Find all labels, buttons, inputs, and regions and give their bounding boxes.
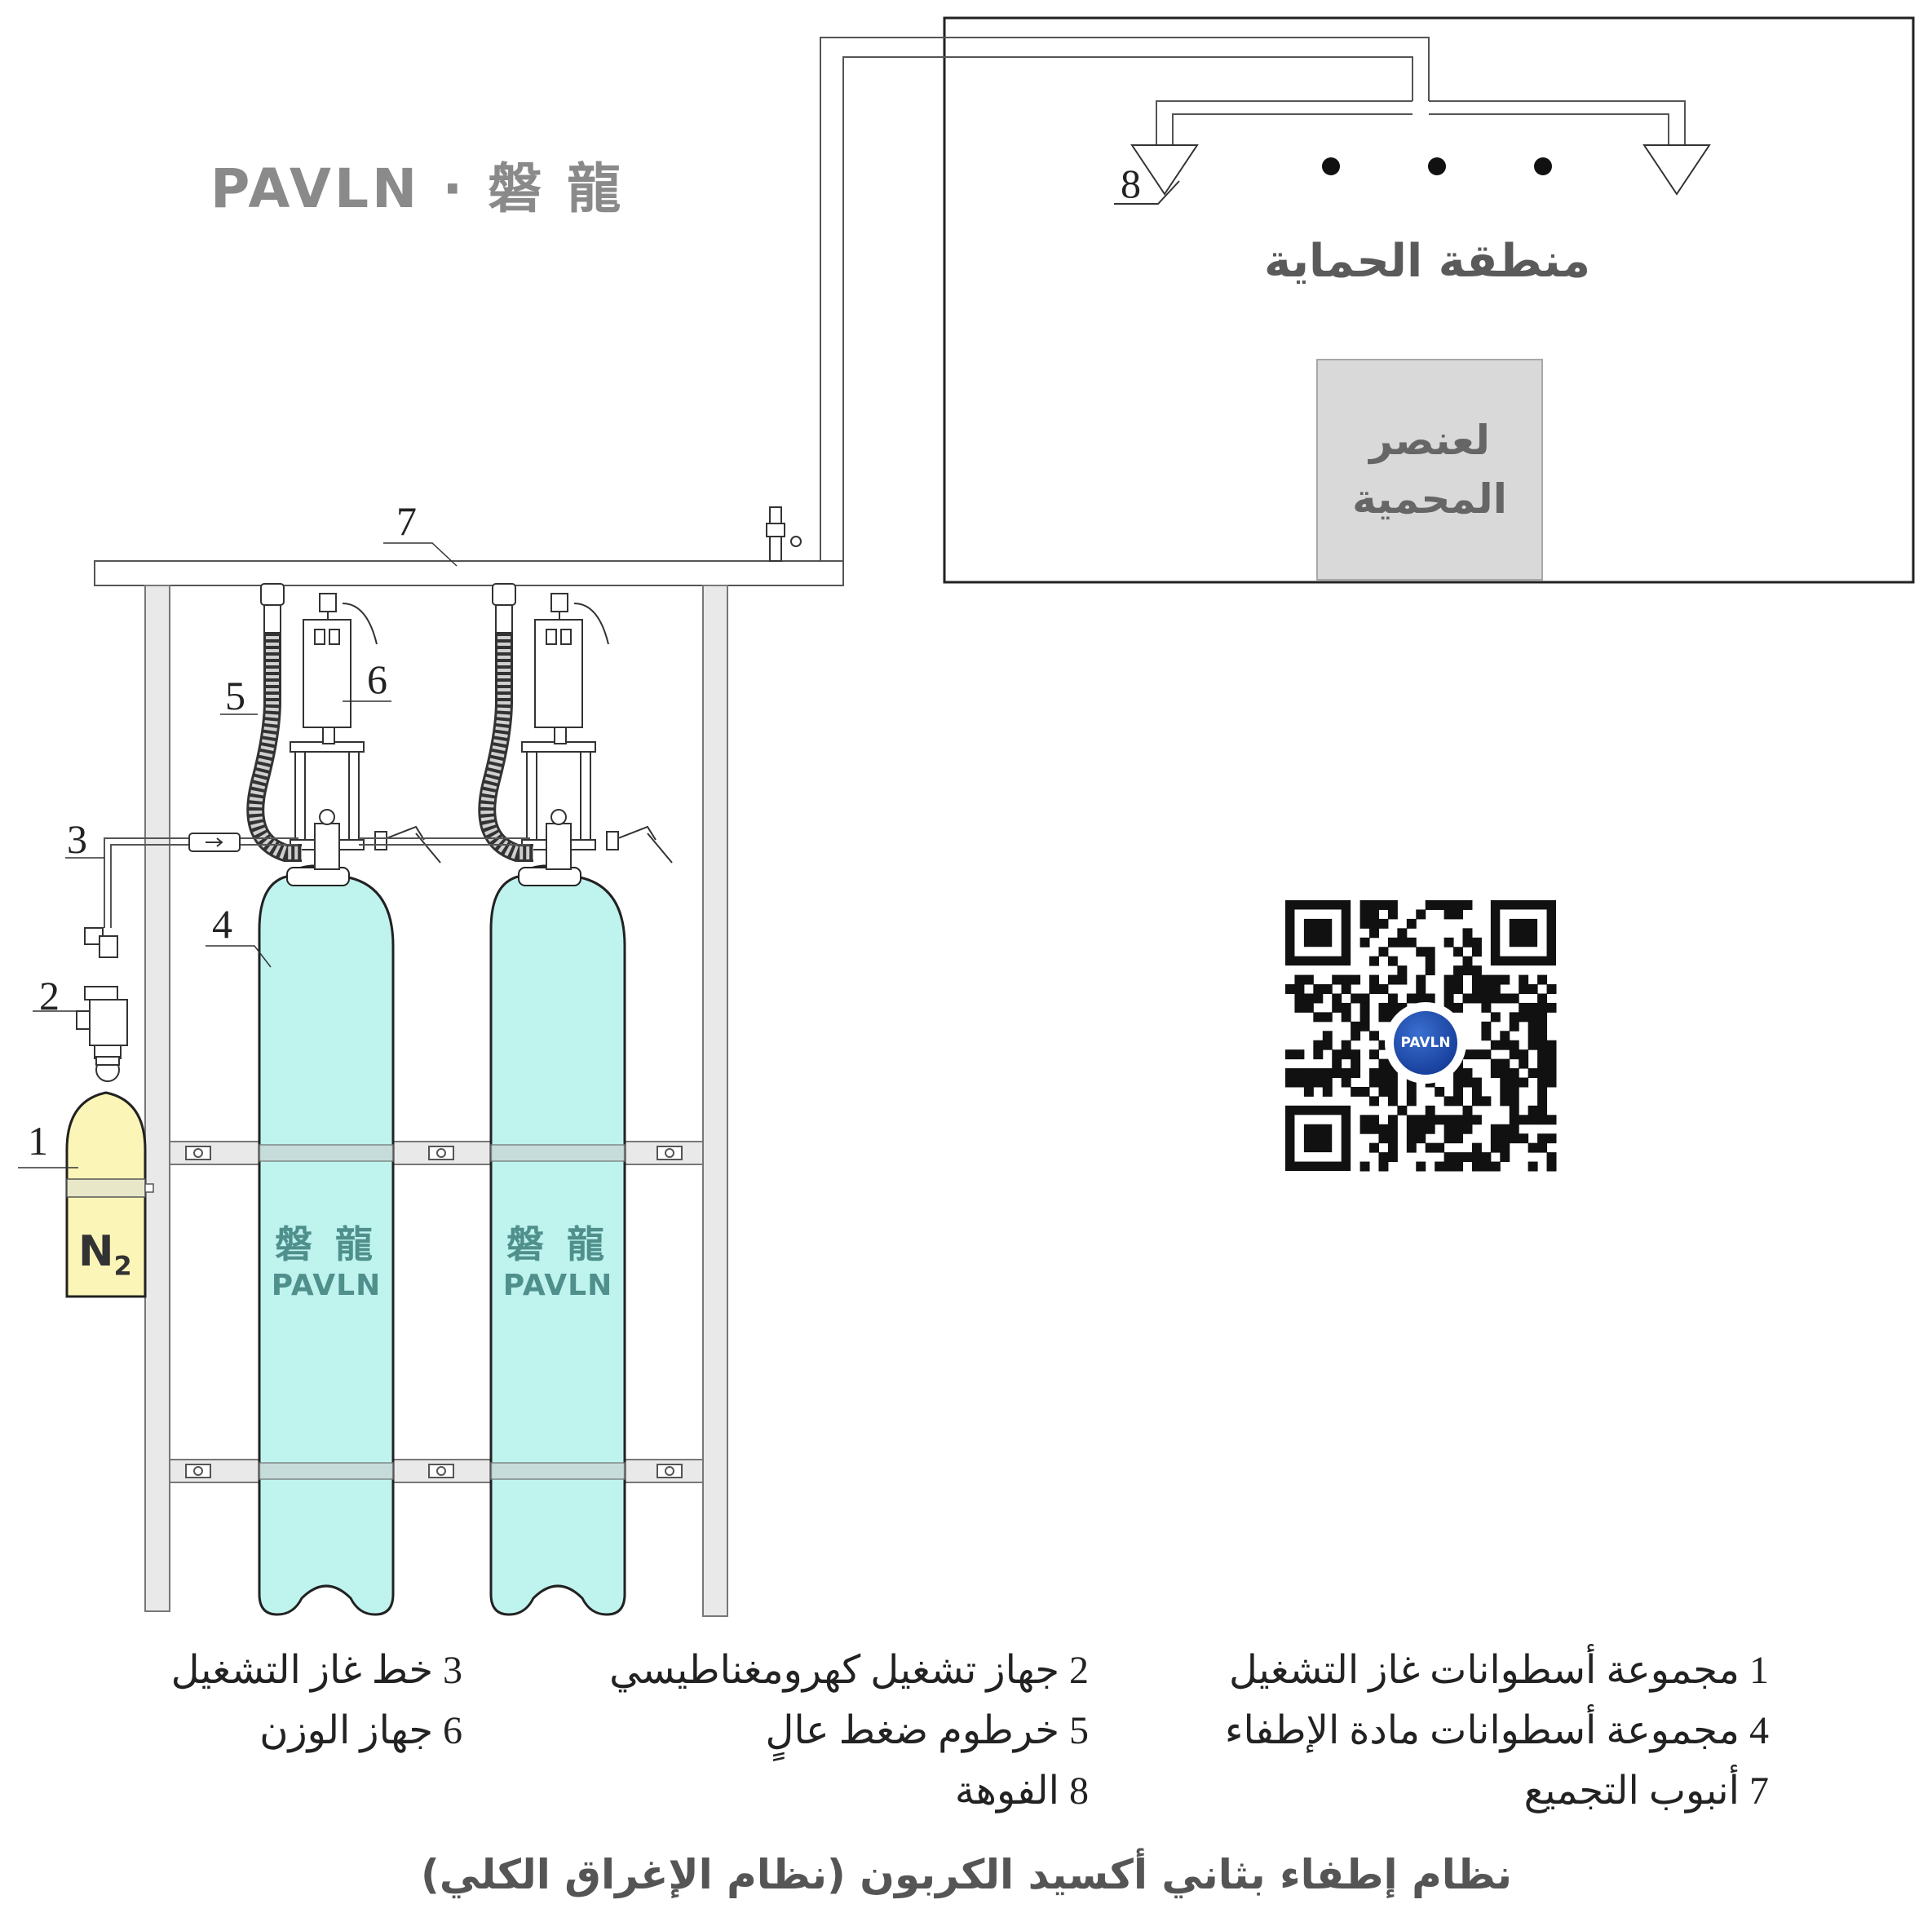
legend-item-8: 8 الفوهة — [954, 1769, 1089, 1813]
high-pressure-hose — [246, 603, 533, 862]
n2-subscript: 2 — [113, 1250, 132, 1282]
legend-item-4: 4 مجموعة أسطوانات مادة الإطفاء — [1224, 1709, 1769, 1752]
legend-item-7: 7 أنبوب التجميع — [1523, 1769, 1769, 1813]
cylinder-brand-en: PAVLN — [502, 1269, 613, 1302]
nozzle-dot — [1428, 157, 1446, 175]
valve-assembly — [521, 593, 673, 870]
legend-item-1: 1 مجموعة أسطوانات غاز التشغيل — [1228, 1649, 1769, 1692]
cylinder-brand-en: PAVLN — [271, 1269, 382, 1302]
electromagnetic-actuator — [76, 927, 128, 1082]
cylinder-brand-mark: 磐 龍 PAVLN — [259, 1215, 393, 1302]
valve-assembly — [290, 593, 441, 870]
protected-element-line1: لعنصر — [1369, 416, 1490, 464]
protected-element-label: لعنصر المحمية — [1324, 411, 1536, 529]
legend-item-5: 5 خرطوم ضغط عالٍ — [765, 1709, 1090, 1752]
diagram-caption: نظام إطفاء بثاني أكسيد الكربون (نظام الإ… — [421, 1851, 1512, 1898]
callout-4: 4 — [212, 901, 232, 947]
rack-bolts — [185, 1146, 683, 1478]
cylinder-brand-cn: 磐 龍 — [506, 1222, 609, 1266]
cylinder-brand-cn: 磐 龍 — [274, 1222, 378, 1266]
callout-8: 8 — [1121, 161, 1141, 206]
nozzle-dot — [1534, 157, 1552, 175]
callout-1: 1 — [28, 1118, 48, 1164]
callout-leaders — [18, 542, 458, 1168]
callout-6: 6 — [367, 656, 387, 702]
cylinder-brand-mark: 磐 龍 PAVLN — [491, 1215, 625, 1302]
nozzle-left — [1130, 144, 1199, 196]
co2-cylinder — [258, 864, 395, 1616]
callout-3: 3 — [67, 816, 87, 862]
legend-item-2: 2 جهاز تشغيل كهرومغناطيسي — [609, 1649, 1089, 1692]
callout-5: 5 — [225, 673, 245, 718]
callout-leader-8 — [1114, 180, 1180, 205]
qr-brand-badge: PAVLN — [1391, 1009, 1460, 1077]
brand-logo: PAVLN · 磐 龍 — [210, 157, 625, 220]
n2-symbol: N — [78, 1227, 114, 1276]
protected-element-box: لعنصر المحمية — [1316, 359, 1543, 581]
protection-zone-title: منطقة الحماية — [1264, 235, 1590, 288]
check-valve — [188, 833, 241, 852]
rack-frame — [144, 585, 728, 1617]
n2-label: N2 — [78, 1227, 132, 1281]
co2-cylinder — [489, 864, 626, 1616]
n2-cylinder — [65, 1091, 154, 1298]
cylinder-straps — [259, 1144, 626, 1480]
callout-7: 7 — [396, 498, 417, 544]
hose-fittings — [260, 583, 516, 634]
legend-item-6: 6 جهاز الوزن — [259, 1709, 462, 1752]
protected-element-line2: المحمية — [1352, 475, 1507, 523]
nozzle-dot — [1322, 157, 1340, 175]
safety-valve — [766, 506, 802, 562]
collection-pipe — [94, 37, 1686, 586]
legend-item-3: 3 خط غاز التشغيل — [170, 1649, 462, 1692]
callout-2: 2 — [39, 973, 60, 1018]
protection-zone-box — [943, 16, 1915, 584]
nozzle-right — [1642, 144, 1711, 196]
